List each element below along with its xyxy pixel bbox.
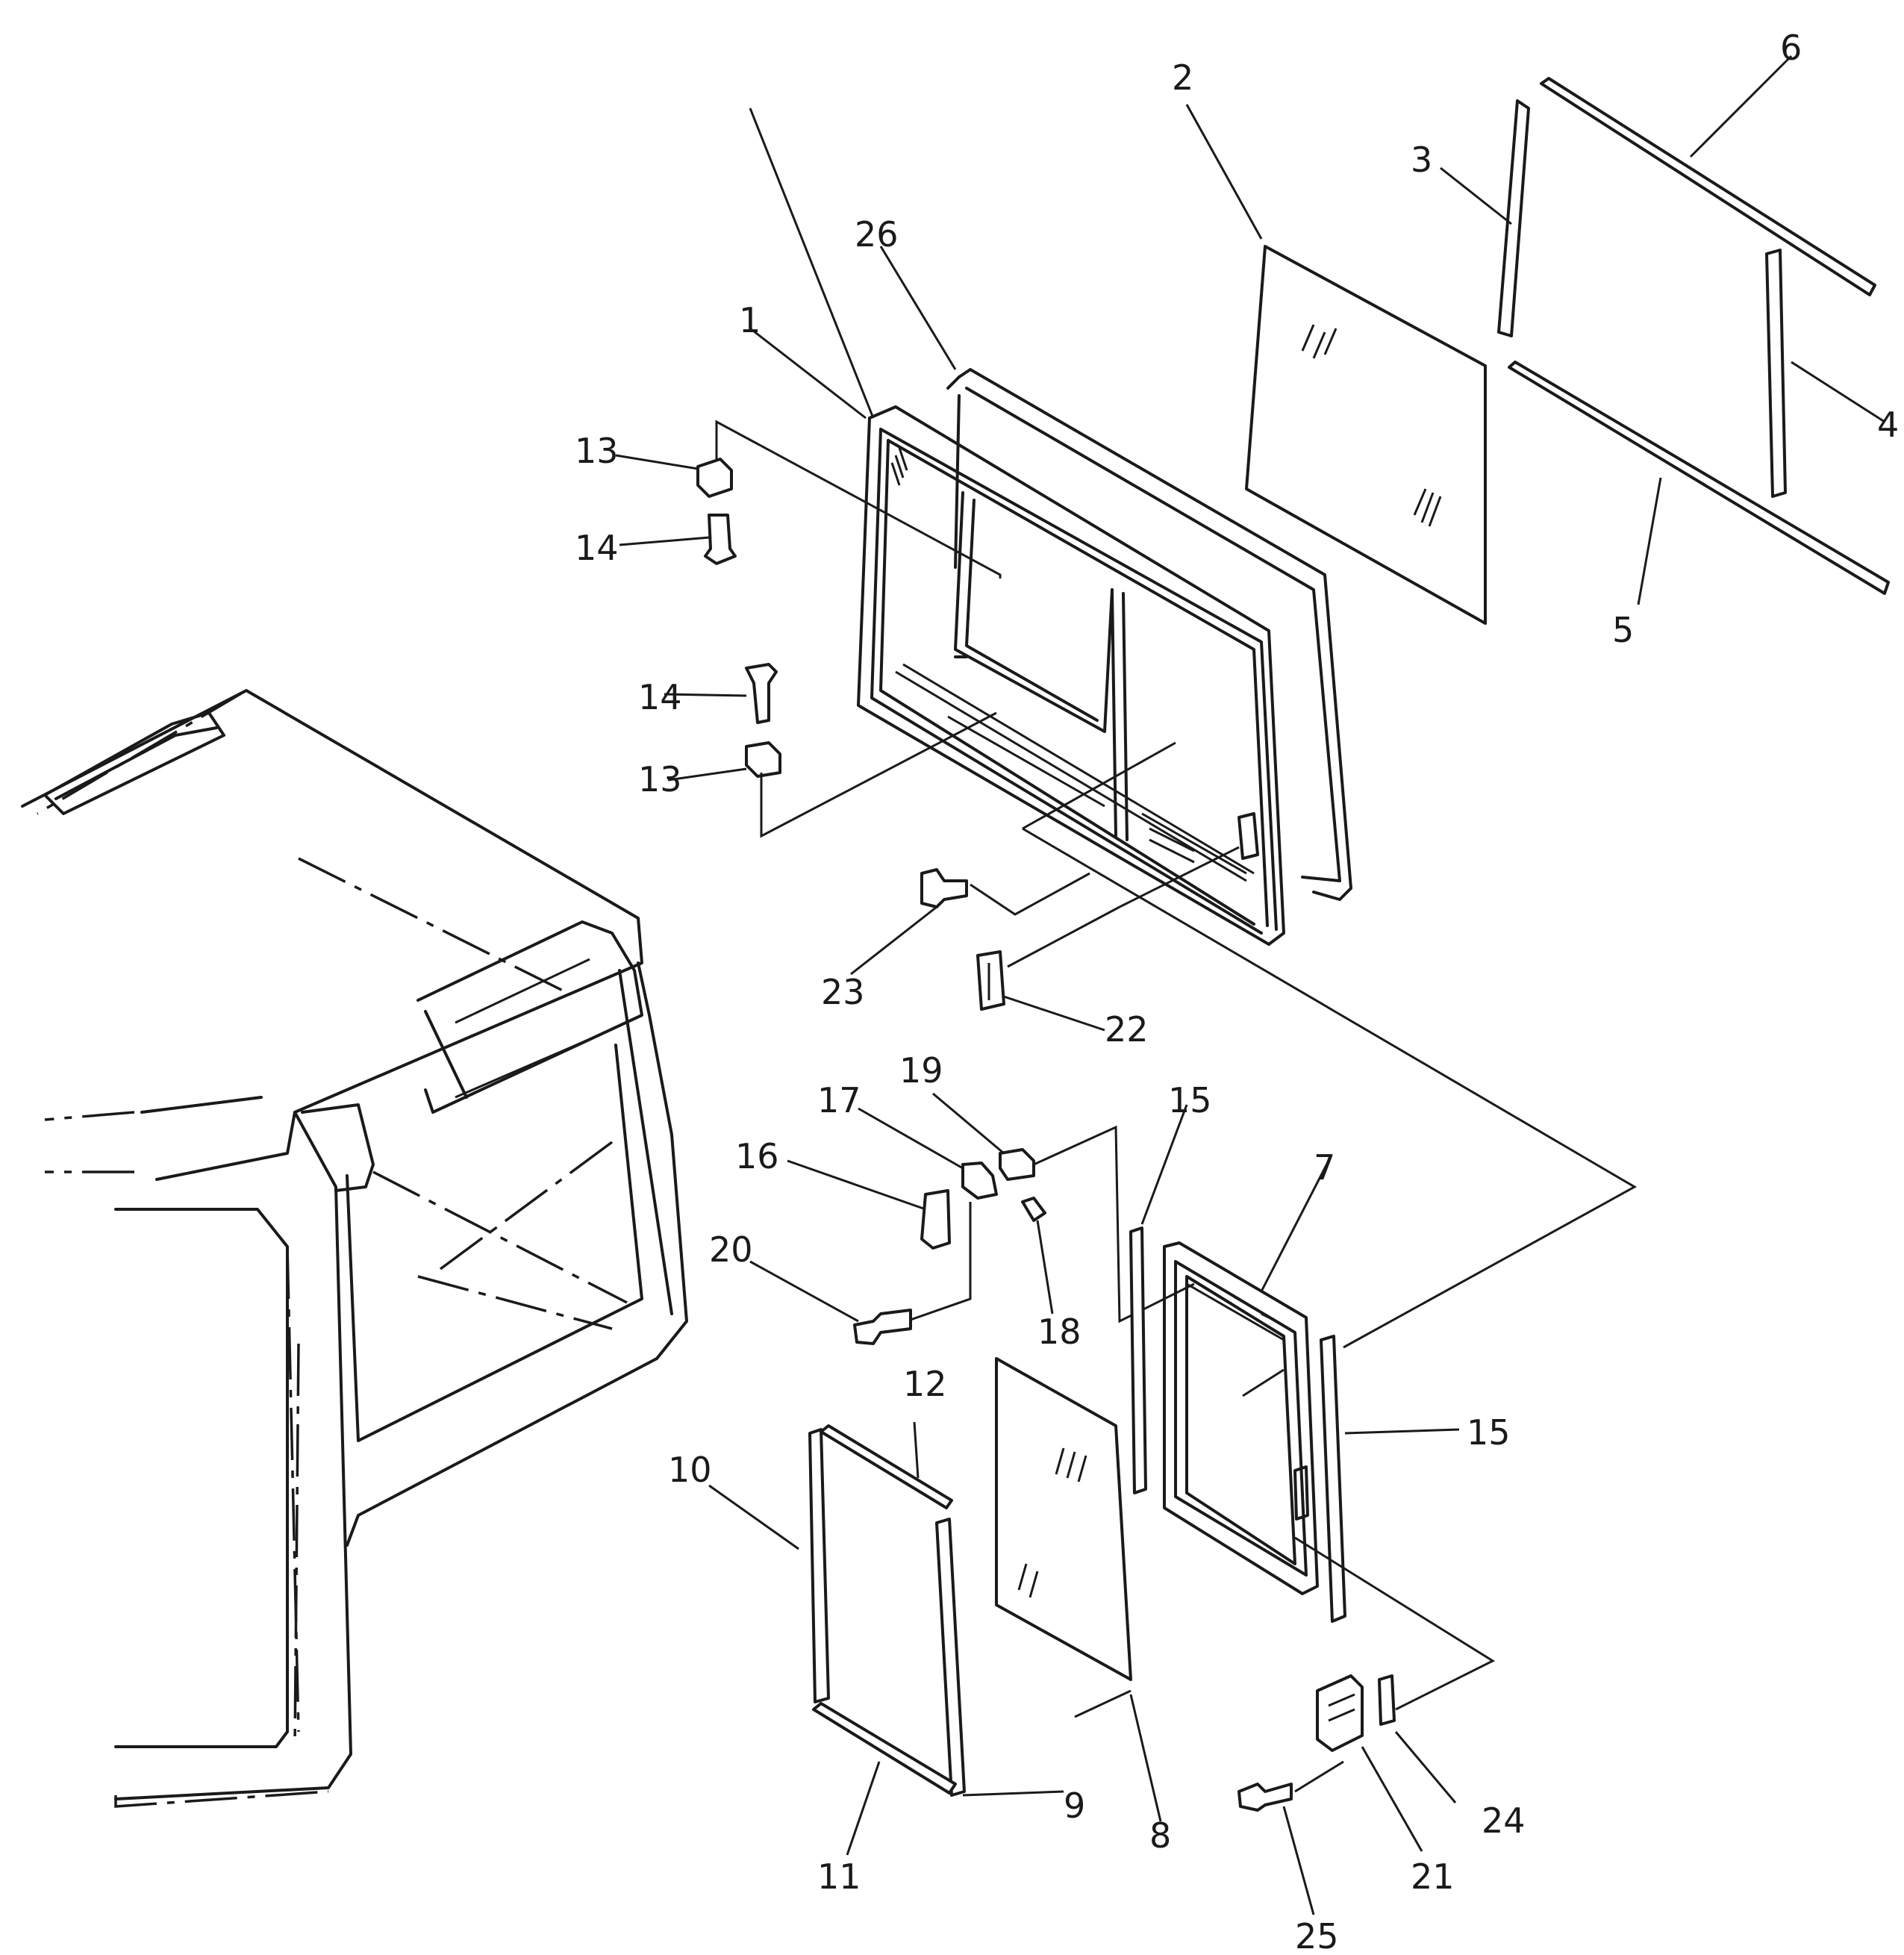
part-14-screw-lower (745, 663, 778, 724)
callout-12: 12 (903, 1364, 947, 1404)
callout-11: 11 (817, 1856, 861, 1897)
callout-23: 23 (821, 972, 865, 1012)
callout-1: 1 (739, 300, 761, 340)
part-9-molding (935, 1518, 966, 1797)
guide-line-19 (1033, 1125, 1195, 1323)
callout-8: 8 (1149, 1815, 1171, 1856)
callout-14-lower: 14 (638, 677, 682, 717)
callout-15-top: 15 (1168, 1080, 1212, 1120)
part-17-bracket (961, 1162, 998, 1200)
part-13-block-top (696, 458, 733, 498)
part-23-bolt (920, 868, 968, 908)
part-3-molding (1497, 99, 1530, 337)
callout-14-top: 14 (575, 528, 619, 568)
callout-19: 19 (899, 1050, 943, 1091)
callout-21: 21 (1411, 1856, 1455, 1897)
callout-20: 20 (709, 1229, 753, 1270)
callout-13-lower: 13 (638, 759, 682, 799)
callout-6: 6 (1780, 28, 1802, 68)
part-10-molding (808, 1428, 830, 1703)
part-5-molding (1508, 361, 1890, 595)
callout-4: 4 (1877, 405, 1899, 445)
part-11-molding (812, 1702, 957, 1795)
part-16-handle (920, 1189, 951, 1250)
part-6-molding (1540, 77, 1876, 296)
part-8-small-glass (995, 1357, 1132, 1681)
callout-2: 2 (1172, 57, 1193, 98)
guide-line-23 (970, 872, 1090, 916)
callout-5: 5 (1612, 610, 1634, 650)
part-2-glass (1245, 245, 1487, 625)
callout-25: 25 (1295, 1916, 1339, 1955)
part-24-plate (1378, 1674, 1396, 1726)
callout-26: 26 (855, 214, 899, 255)
callout-24: 24 (1482, 1800, 1526, 1841)
callout-labels: 2 6 3 26 1 4 13 14 5 14 13 23 22 19 15 1… (575, 28, 1899, 1955)
part-18-pin (1021, 1197, 1046, 1222)
callout-17: 17 (817, 1080, 861, 1120)
part-13-block-lower (745, 741, 781, 778)
part-21-stopper (1316, 1674, 1364, 1752)
callout-22: 22 (1105, 1009, 1149, 1050)
part-15-rail-right (1320, 1335, 1346, 1623)
guide-line-22 (1007, 905, 1120, 968)
guide-line-24 (1294, 1536, 1496, 1711)
callout-16: 16 (735, 1136, 779, 1176)
guide-line-20 (910, 1202, 972, 1321)
callout-18: 18 (1037, 1312, 1081, 1352)
guide-line-13-top (715, 420, 1002, 579)
callout-15-right: 15 (1467, 1412, 1511, 1453)
leader-lines (615, 54, 1885, 1915)
part-7-sliding-frame (1163, 1241, 1319, 1595)
part-25-screw (1237, 1783, 1293, 1812)
part-14-screw-top (704, 514, 737, 565)
callout-3: 3 (1411, 140, 1432, 180)
part-12-molding (820, 1424, 953, 1509)
part-20-screw (853, 1309, 912, 1345)
callout-13-top: 13 (575, 431, 619, 471)
callout-10: 10 (668, 1450, 712, 1490)
part-15-rail-left (1129, 1226, 1147, 1494)
guide-line-21 (1294, 1760, 1344, 1793)
guide-line-frame-to-7 (1022, 741, 1638, 1349)
part-26-rubber-seal (946, 368, 1352, 901)
callout-9: 9 (1064, 1786, 1085, 1826)
part-1-window-frame (857, 405, 1285, 946)
callout-7: 7 (1314, 1147, 1335, 1188)
cab-body (21, 689, 688, 1808)
part-4-molding (1765, 249, 1787, 498)
part-22-latch-plate (976, 950, 1005, 1011)
guide-line-bottom (1119, 846, 1240, 908)
guide-line-13-lower (760, 711, 997, 838)
part-19-plate (999, 1148, 1035, 1181)
